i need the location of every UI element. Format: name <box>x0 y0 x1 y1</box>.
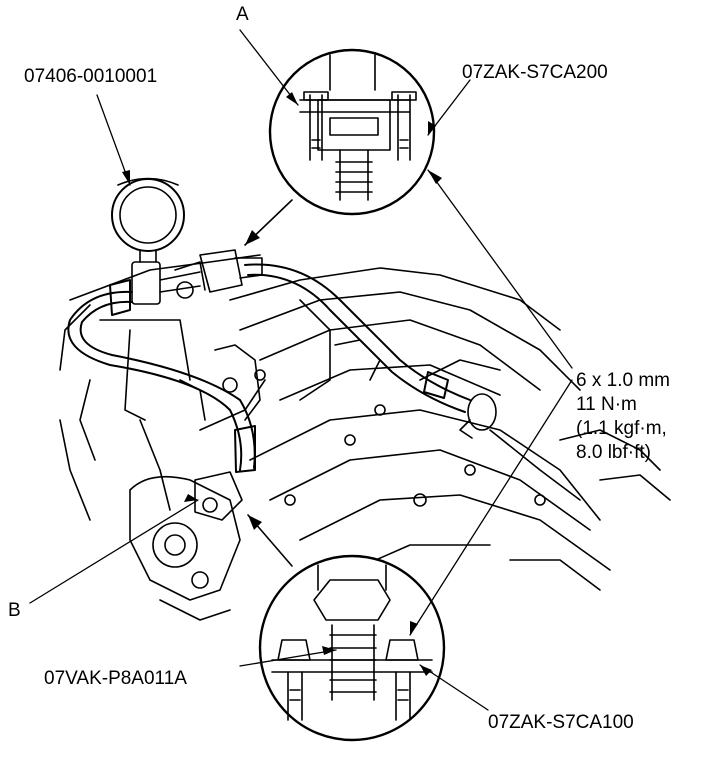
leader-lines <box>29 29 573 711</box>
lower-coupler <box>194 471 243 521</box>
hose-clamp <box>459 393 497 439</box>
callout-b: B <box>8 600 21 621</box>
pressure-gauge <box>111 177 201 305</box>
callout-lower-tool: 07ZAK-S7CA100 <box>488 712 634 733</box>
callout-a: A <box>236 4 249 25</box>
callout-gauge-part: 07406-0010001 <box>24 66 158 87</box>
spec-torque-lbf: 8.0 lbf·ft) <box>576 442 651 463</box>
arrow-heads <box>122 92 442 676</box>
upper-coupler <box>174 249 263 293</box>
upper-detail-circle <box>268 48 436 216</box>
spec-torque-kgf: (1.1 kgf·m, <box>576 418 667 439</box>
callout-upper-tool: 07ZAK-S7CA200 <box>462 62 608 83</box>
callout-adapter: 07VAK-P8A011A <box>44 668 187 689</box>
compressor <box>129 475 241 621</box>
lower-detail-circle <box>258 554 446 742</box>
spec-torque-nm: 11 N·m <box>576 394 637 415</box>
detail-arrows <box>244 199 293 567</box>
spec-bolt: 6 x 1.0 mm <box>576 370 670 391</box>
hoses <box>67 263 471 473</box>
